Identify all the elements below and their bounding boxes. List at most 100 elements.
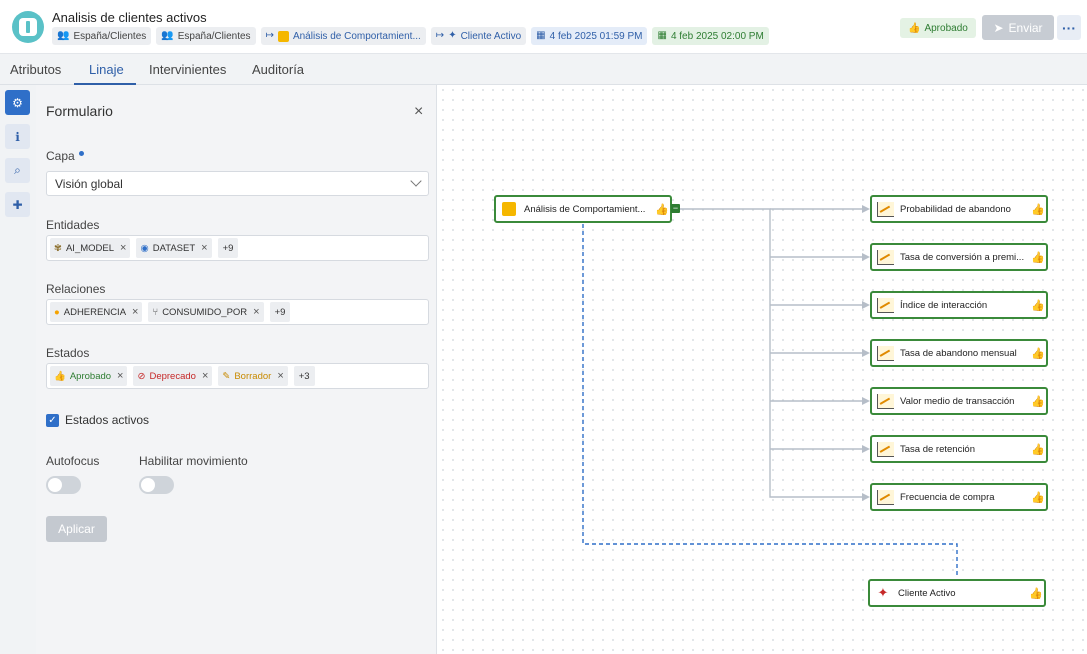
panel-title: Formulario [46,103,113,119]
estados-label: Estados [46,346,90,360]
remove-tag-icon[interactable]: × [253,306,260,318]
more-tags-badge[interactable]: +9 [217,238,239,258]
thumbs-up-icon: 👍 [1031,491,1045,504]
remove-tag-icon[interactable]: × [201,242,208,254]
users-icon: 👥 [161,30,174,41]
entidades-label: Entidades [46,218,100,232]
chart-icon [876,248,894,266]
lineage-node-source[interactable]: Análisis de Comportamient... 👍 [494,195,672,223]
chart-icon [876,392,894,410]
thumbs-up-icon: 👍 [1031,443,1045,456]
autofocus-toggle[interactable] [46,476,81,494]
report-icon [500,200,518,218]
draft-icon: ✎ [222,370,231,382]
required-indicator [78,151,84,156]
consumed-by-icon: ⑂ [152,306,159,318]
domain-chip[interactable]: 👥España/Clientes [156,27,256,45]
lineage-node-kpi[interactable]: Valor medio de transacción 👍 [870,387,1048,415]
thumbs-up-icon: 👍 [1031,203,1045,216]
domain-chip[interactable]: 👥España/Clientes [52,27,152,45]
users-icon: 👥 [57,30,70,41]
estados-activos-label: Estados activos [65,413,150,427]
thumbs-up-icon: 👍 [1029,587,1043,600]
tab-atributos[interactable]: Atributos [10,62,62,77]
related-entity-chip[interactable]: ↦✦Cliente Activo [430,27,527,45]
page-title: Analisis de clientes activos [52,10,207,25]
movimiento-label: Habilitar movimiento [139,454,248,468]
autofocus-label: Autofocus [46,454,100,468]
tab-bar: Atributos Linaje Intervinientes Auditorí… [0,54,1087,85]
send-button[interactable]: ➤Enviar [982,15,1054,40]
chart-icon [876,440,894,458]
relaciones-multiselect[interactable]: ●ADHERENCIA× ⑂CONSUMIDO_POR× +9 [46,299,429,325]
entity-tag: ✾AI_MODEL× [50,238,131,258]
tab-intervinientes[interactable]: Intervinientes [149,62,227,77]
prohibited-icon: ⊘ [137,370,146,382]
apply-button[interactable]: Aplicar [46,516,107,542]
updated-date-chip: ▦4 feb 2025 02:00 PM [652,27,769,45]
link-arrow-icon: ↦ [435,30,445,41]
tab-linaje[interactable]: Linaje [89,62,124,77]
header-chips: 👥España/Clientes 👥España/Clientes ↦Análi… [52,27,769,45]
related-report-chip[interactable]: ↦Análisis de Comportamient... [260,27,426,45]
lineage-node-kpi[interactable]: Frecuencia de compra 👍 [870,483,1048,511]
search-rail-button[interactable]: ⌕ [5,158,30,183]
calendar-icon: ▦ [536,30,546,41]
tab-auditoria[interactable]: Auditoría [252,62,305,77]
entity-tag: ◉DATASET× [136,238,212,258]
report-icon [277,30,289,42]
info-icon: ℹ [15,129,20,144]
more-tags-badge[interactable]: +3 [293,366,315,386]
thumbs-up-icon: 👍 [1031,347,1045,360]
remove-tag-icon[interactable]: × [277,370,284,382]
close-icon[interactable]: × [414,103,424,120]
search-icon: ⌕ [14,163,21,177]
info-rail-button[interactable]: ℹ [5,124,30,149]
link-arrow-icon: ↦ [265,30,274,41]
state-tag-draft: ✎Borrador× [218,366,288,386]
remove-tag-icon[interactable]: × [132,306,139,318]
puzzle-icon: ✚ [12,197,23,212]
side-rail: ⚙ ℹ ⌕ ✚ [0,85,36,654]
gear-icon: ⚙ [12,95,23,110]
more-options-button[interactable]: ··· [1057,15,1081,40]
adherence-icon: ● [54,306,60,318]
lineage-canvas[interactable] [438,85,1087,654]
remove-tag-icon[interactable]: × [201,370,209,382]
thumbs-up-icon: 👍 [655,203,669,216]
chart-icon [876,296,894,314]
collapse-icon[interactable]: − [671,203,680,213]
lineage-node-kpi[interactable]: Tasa de abandono mensual 👍 [870,339,1048,367]
calendar-check-icon: ▦ [657,30,667,41]
capa-select[interactable]: Visión global [46,171,429,196]
settings-rail-button[interactable]: ⚙ [5,90,30,115]
ai-model-icon: ✾ [54,242,62,254]
entity-icon: ✦ [877,585,889,600]
capa-label: Capa [46,149,84,163]
lineage-node-kpi[interactable]: Tasa de conversión a premi... 👍 [870,243,1048,271]
more-tags-badge[interactable]: +9 [269,302,291,322]
entidades-multiselect[interactable]: ✾AI_MODEL× ◉DATASET× +9 [46,235,429,261]
lineage-node-entity[interactable]: ✦ Cliente Activo 👍 [868,579,1046,607]
entity-icon: ✦ [448,30,457,41]
status-badge: 👍Aprobado [900,18,976,38]
relaciones-label: Relaciones [46,282,106,296]
lineage-node-kpi[interactable]: Tasa de retención 👍 [870,435,1048,463]
remove-tag-icon[interactable]: × [117,370,124,382]
movimiento-toggle[interactable] [139,476,174,494]
header-bar: Analisis de clientes activos 👥España/Cli… [0,0,1087,54]
thumbs-up-icon: 👍 [1031,395,1045,408]
plugin-rail-button[interactable]: ✚ [5,192,30,217]
asset-logo-icon [12,11,44,43]
chevron-down-icon [410,175,422,187]
chart-icon [876,200,894,218]
state-tag-deprecated: ⊘Deprecado× [133,366,213,386]
chart-icon [876,488,894,506]
state-tag-approved: 👍Aprobado× [50,366,128,386]
remove-tag-icon[interactable]: × [120,242,127,254]
estados-activos-checkbox[interactable]: ✓ [46,414,59,427]
chart-icon [876,344,894,362]
estados-multiselect[interactable]: 👍Aprobado× ⊘Deprecado× ✎Borrador× +3 [46,363,429,389]
lineage-node-kpi[interactable]: Probabilidad de abandono 👍 [870,195,1048,223]
lineage-node-kpi[interactable]: Índice de interacción 👍 [870,291,1048,319]
